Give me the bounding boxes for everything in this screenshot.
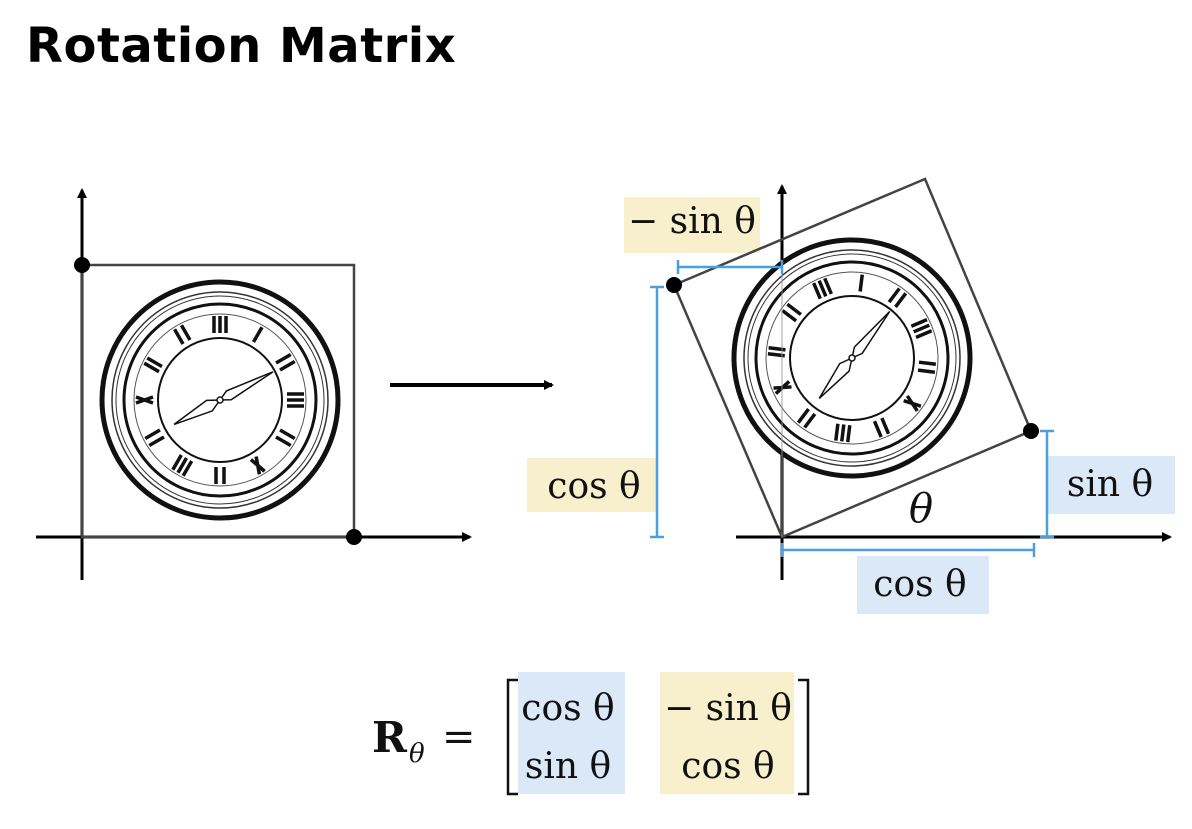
matrix-cell-2-1: sin θ bbox=[525, 746, 611, 787]
right-figure: − sin θ cos θ sin θ cos θ θ bbox=[527, 177, 1175, 614]
left-corner-top-dot bbox=[74, 257, 90, 273]
matrix-subscript: θ bbox=[409, 739, 425, 769]
rotation-matrix-equation: R θ = cos θ sin θ − sin θ cos θ bbox=[372, 672, 810, 796]
equals-sign: = bbox=[442, 714, 476, 760]
theta-label: θ bbox=[909, 486, 933, 532]
neg-sin-highlight bbox=[624, 197, 760, 253]
dimension-lines bbox=[650, 260, 1054, 557]
rotated-square bbox=[672, 177, 1033, 539]
cos-left-label: cos θ bbox=[547, 466, 640, 507]
slide-title: Rotation Matrix bbox=[26, 18, 457, 74]
sin-right-label: sin θ bbox=[1067, 464, 1153, 505]
matrix-symbol: R bbox=[372, 713, 408, 762]
cos-left-highlight bbox=[527, 458, 657, 512]
matrix-cell-1-1: cos θ bbox=[521, 688, 614, 729]
right-bracket bbox=[798, 678, 810, 796]
matrix-col1-highlight bbox=[518, 672, 625, 794]
cos-bottom-highlight bbox=[857, 556, 989, 614]
left-figure bbox=[36, 188, 472, 580]
matrix-cell-2-2: cos θ bbox=[681, 746, 774, 787]
neg-sin-label: − sin θ bbox=[628, 201, 756, 242]
left-square bbox=[80, 263, 356, 539]
matrix-cell-1-2: − sin θ bbox=[664, 688, 792, 729]
rotated-corner-left-dot bbox=[666, 277, 682, 293]
sin-right-highlight bbox=[1047, 456, 1175, 514]
clock-face-icon bbox=[102, 282, 338, 518]
cos-bottom-label: cos θ bbox=[873, 564, 966, 605]
rotated-corner-right-dot bbox=[1023, 423, 1039, 439]
left-bracket bbox=[506, 678, 518, 796]
left-corner-right-dot bbox=[346, 529, 362, 545]
matrix-col2-highlight bbox=[660, 672, 794, 794]
